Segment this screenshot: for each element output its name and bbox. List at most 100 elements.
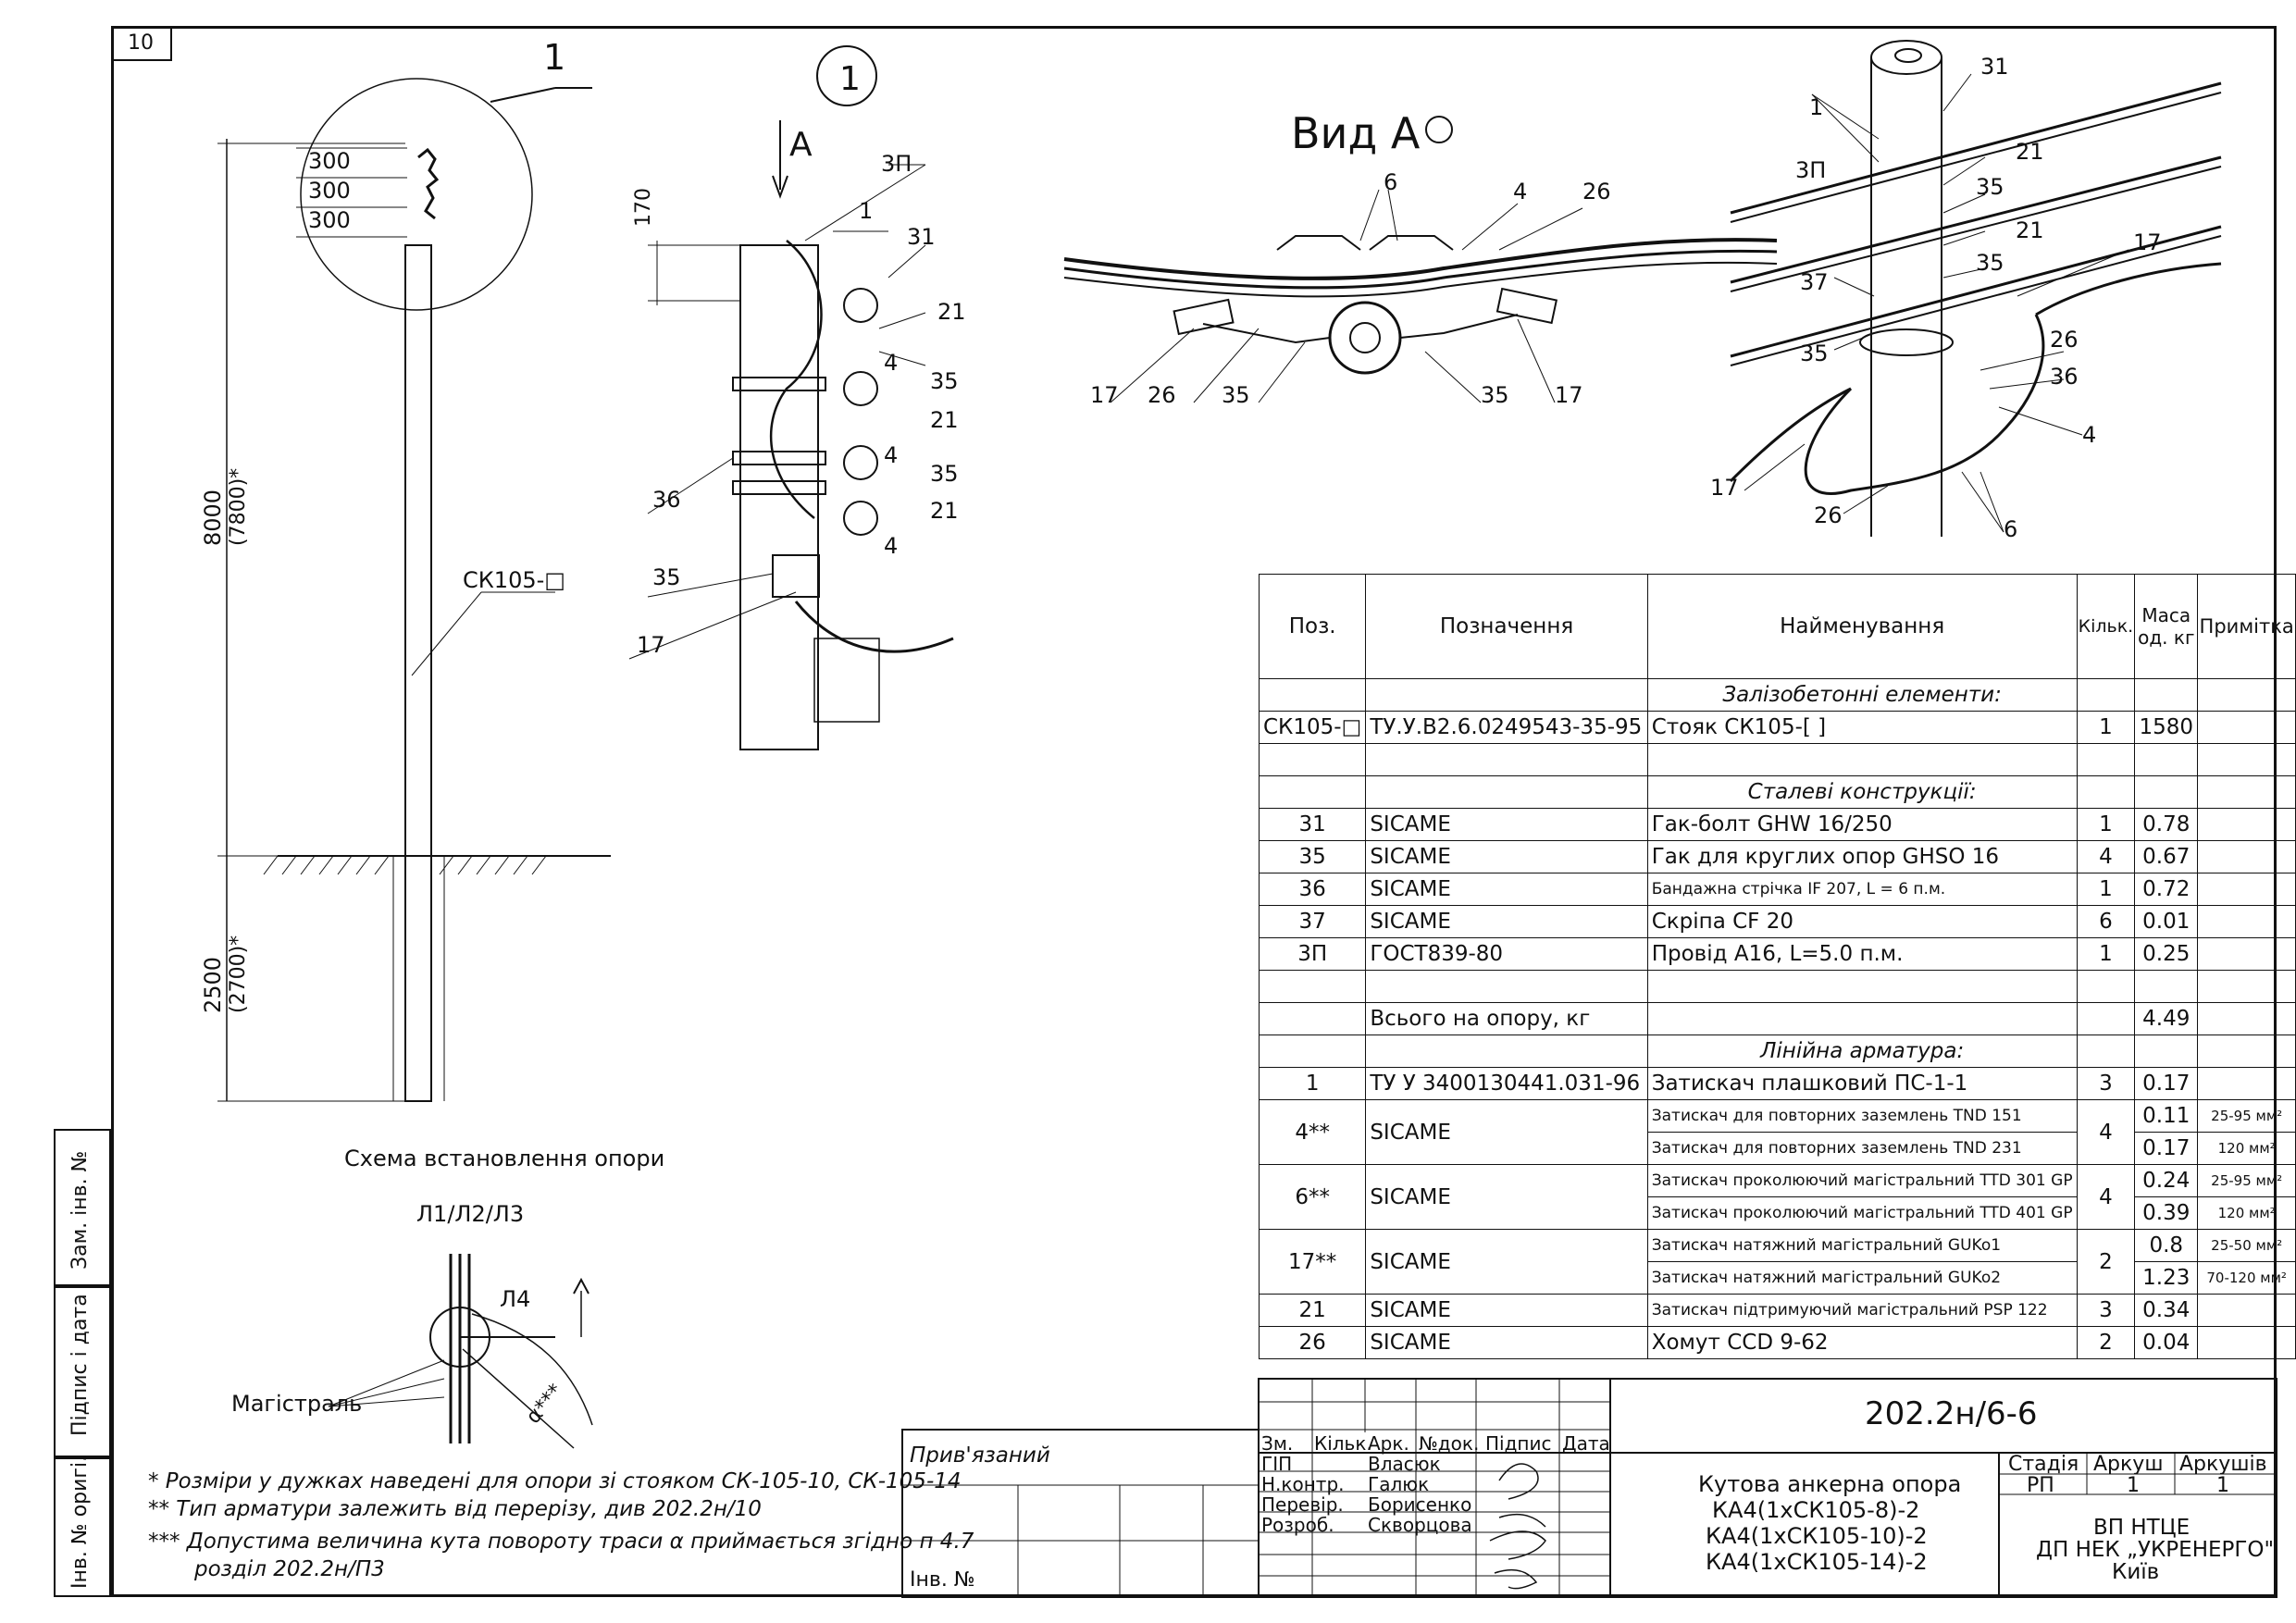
cell-designation: SICAME xyxy=(1365,1099,1648,1165)
svg-text:35: 35 xyxy=(1481,382,1509,408)
note-2: ** Тип арматури залежить від перерізу, д… xyxy=(148,1497,762,1521)
cell-note xyxy=(2197,937,2296,971)
cell-qty: 6 xyxy=(2076,905,2136,938)
detail-callout: 1 xyxy=(839,60,861,98)
svg-text:35: 35 xyxy=(1976,174,2004,200)
dim-7800: (7800)* xyxy=(227,468,250,546)
org-line-2: ДП НЕК „УКРЕНЕРГО" xyxy=(2036,1538,2275,1562)
cell-designation: Всього на опору, кг xyxy=(1365,1002,1648,1035)
svg-text:35: 35 xyxy=(930,461,959,487)
title-line-3: КА4(1хСК105-10)-2 xyxy=(1706,1523,1928,1549)
pole-elevation xyxy=(217,78,611,1102)
lines-label: Л1/Л2/Л3 xyxy=(416,1201,525,1227)
cell-mass: 0.78 xyxy=(2134,808,2199,841)
cell-note: 120 мм² xyxy=(2197,1196,2296,1230)
cell-pos: 21 xyxy=(1258,1294,1367,1327)
role-gip: ГІП xyxy=(1261,1453,1293,1475)
cell-qty: 2 xyxy=(2076,1229,2136,1295)
role-dev: Розроб. xyxy=(1261,1514,1334,1536)
tb-head-kilk: Кільк. xyxy=(1314,1432,1372,1455)
cell-note xyxy=(2197,1002,2296,1035)
cell-mass: 0.67 xyxy=(2134,840,2199,873)
svg-text:26: 26 xyxy=(1814,502,1843,528)
spec-blank-row xyxy=(1258,743,2296,776)
header-name: Найменування xyxy=(1646,574,2078,679)
spec-blank-row xyxy=(1258,970,2296,1003)
name-3: Борисенко xyxy=(1368,1493,1472,1516)
pole-code-label: СК105-□ xyxy=(463,567,565,593)
stage-header: Стадія xyxy=(2008,1453,2079,1476)
svg-text:35: 35 xyxy=(1976,250,2004,276)
cell-mass: 0.17 xyxy=(2134,1132,2199,1165)
svg-text:21: 21 xyxy=(2016,139,2044,165)
note-3-cont: розділ 202.2н/П3 xyxy=(194,1557,385,1581)
cell-pos: 36 xyxy=(1258,873,1367,906)
cell-note: 25-95 мм² xyxy=(2197,1099,2296,1133)
header-designation: Позначення xyxy=(1365,574,1648,679)
svg-text:6: 6 xyxy=(1384,169,1397,195)
cell-qty: 1 xyxy=(2076,711,2136,744)
cell-mass: 0.34 xyxy=(2134,1294,2199,1327)
side-stamp-replaced: Зам. інв. № xyxy=(54,1129,111,1286)
cell-pos xyxy=(1258,1002,1367,1035)
cell-name: Гак-болт GHW 16/250 xyxy=(1646,808,2078,841)
dim-300: 300 xyxy=(308,207,351,233)
svg-text:21: 21 xyxy=(930,498,959,524)
cell-pos: 26 xyxy=(1258,1326,1367,1359)
side-stamp-inv: Інв. № оригі. xyxy=(54,1456,111,1597)
note-1: * Розміри у дужках наведені для опори зі… xyxy=(148,1469,962,1493)
svg-text:4: 4 xyxy=(2082,422,2096,448)
title-block-grid xyxy=(901,1378,2277,1598)
view-arrow-label: А xyxy=(789,126,813,164)
cell-qty: 4 xyxy=(2076,840,2136,873)
svg-text:4: 4 xyxy=(884,350,898,376)
cell-mass: 0.11 xyxy=(2134,1099,2199,1133)
cell-pos: 6** xyxy=(1258,1164,1367,1230)
svg-text:6: 6 xyxy=(2004,516,2017,542)
section-title: Лінійна арматура: xyxy=(1646,1035,2078,1068)
stage-value: РП xyxy=(2027,1474,2054,1497)
cell-mass: 4.49 xyxy=(2134,1002,2199,1035)
cell-pos: 1 xyxy=(1258,1067,1367,1100)
cell-name: Бандажна стрічка IF 207, L = 6 п.м. xyxy=(1646,873,2078,906)
title-line-4: КА4(1хСК105-14)-2 xyxy=(1706,1549,1928,1575)
role-check: Перевір. xyxy=(1261,1493,1344,1516)
note-3: *** Допустима величина кута повороту тра… xyxy=(148,1530,974,1554)
cell-designation: SICAME xyxy=(1365,1164,1648,1230)
name-1: Власюк xyxy=(1368,1453,1441,1475)
cell-name: Скріпа CF 20 xyxy=(1646,905,2078,938)
org-line-1: ВП НТЦЕ xyxy=(2093,1516,2191,1540)
svg-text:17: 17 xyxy=(1090,382,1119,408)
cell-note: 120 мм² xyxy=(2197,1132,2296,1165)
svg-text:26: 26 xyxy=(1582,179,1611,204)
sheet-header: Аркуш xyxy=(2093,1453,2164,1476)
view-a-title: Вид А xyxy=(1291,108,1421,158)
dim-8000: 8000 xyxy=(200,489,226,546)
cell-name: Гак для круглих опор GHSO 16 xyxy=(1646,840,2078,873)
spec-section-row: Лінійна арматура: xyxy=(1258,1035,2296,1068)
svg-text:26: 26 xyxy=(1148,382,1176,408)
cell-name: Затискач проколюючий магістральний TTD 3… xyxy=(1646,1164,2078,1197)
svg-text:17: 17 xyxy=(1555,382,1583,408)
role-ncontr: Н.контр. xyxy=(1261,1473,1345,1495)
cell-mass: 0.01 xyxy=(2134,905,2199,938)
svg-text:35: 35 xyxy=(1222,382,1250,408)
cell-note: 70-120 мм² xyxy=(2197,1261,2296,1295)
header-mass: Маса од. кг xyxy=(2134,574,2199,679)
spec-section-row: Сталеві конструкції: xyxy=(1258,775,2296,809)
svg-text:37: 37 xyxy=(1800,269,1829,295)
cell-designation: SICAME xyxy=(1365,808,1648,841)
cell-note xyxy=(2197,808,2296,841)
linked-label: Прив'язаний xyxy=(910,1443,1050,1468)
svg-text:4: 4 xyxy=(884,533,898,559)
cell-name xyxy=(1646,1002,2078,1035)
tb-head-sign: Підпис xyxy=(1485,1432,1552,1455)
cell-name: Затискач натяжний магістральний GUKo2 xyxy=(1646,1261,2078,1295)
table-row: Затискач проколюючий магістральний TTD 4… xyxy=(1260,1196,2296,1230)
callout-1: 1 xyxy=(543,37,565,78)
